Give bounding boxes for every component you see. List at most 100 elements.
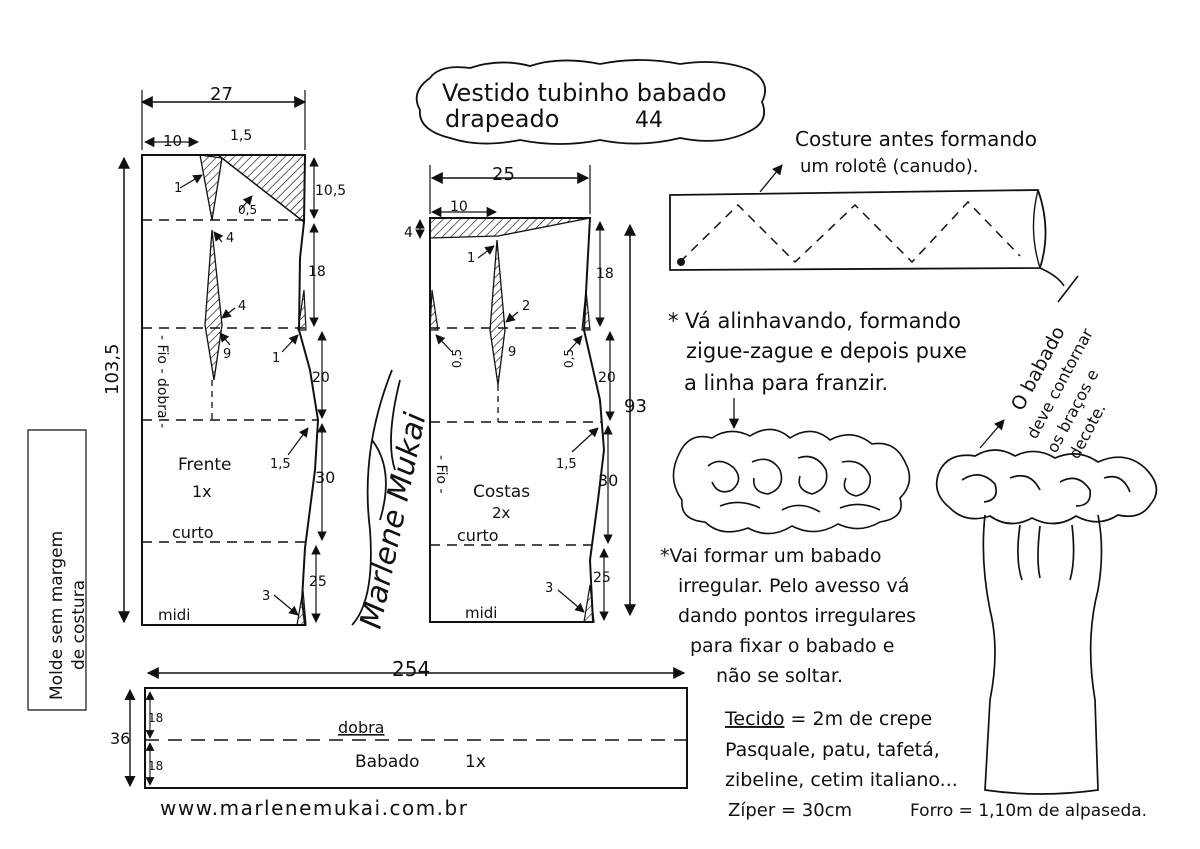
irregular-note-line-5: não se soltar. xyxy=(716,665,843,687)
irregular-note-line-4: para fixar o babado e xyxy=(690,635,894,657)
back-side-dart-label: 1,5 xyxy=(556,457,577,472)
front-dart-b-label: 0,5 xyxy=(238,203,257,217)
dress-body xyxy=(982,514,1103,795)
margin-note-line-2: de costura xyxy=(69,580,89,670)
roll-note-line-1: Costure antes formando xyxy=(795,127,1037,151)
back-labels: 25 10 4 93 18 20 30 25 1 2 9 0,5 0,5 1,5… xyxy=(404,164,647,622)
back-hem-dart-label: 3 xyxy=(545,581,553,596)
back-dart-b-label: 2 xyxy=(522,299,530,314)
front-grain-label: - Fio - dobra - xyxy=(154,335,170,428)
back-side-dart xyxy=(581,289,591,331)
back-dart-d-label: 0,5 xyxy=(450,349,464,368)
front-side-3-label: 30 xyxy=(315,468,335,487)
front-side-top-label: 10,5 xyxy=(315,183,346,199)
back-midi-label: midi xyxy=(465,604,497,622)
ruffle-fold-label: dobra xyxy=(338,718,384,737)
margin-note-line-1: Molde sem margem xyxy=(47,531,67,700)
fabric-amount: = 2m de crepe xyxy=(791,708,933,730)
back-short-label: curto xyxy=(457,526,499,545)
front-side-dart-1-label: 1 xyxy=(272,351,280,366)
ruffle-count: 1x xyxy=(465,752,486,772)
back-width-label: 25 xyxy=(492,164,515,185)
back-dart-e-label: 0,5 xyxy=(562,349,576,368)
front-dart-e-label: 9 xyxy=(223,347,231,362)
back-side-1-label: 18 xyxy=(596,266,614,282)
back-grain-label: - Fio - xyxy=(433,455,449,494)
front-dart-d-label: 4 xyxy=(238,299,246,314)
front-dart-c-label: 4 xyxy=(226,231,234,246)
front-side-4-label: 25 xyxy=(309,574,327,590)
dress-ruffle-neckline xyxy=(935,449,1158,525)
front-side-1-label: 18 xyxy=(308,264,326,280)
dress-illustration xyxy=(935,419,1158,795)
front-side-dart xyxy=(297,289,307,331)
front-hem-dart-label: 3 xyxy=(262,589,270,604)
front-midi-label: midi xyxy=(158,606,190,624)
ruffle-width-label: 254 xyxy=(392,657,430,681)
back-length-label: 93 xyxy=(624,396,647,417)
title-line-2: drapeado xyxy=(445,105,559,133)
ruffle-name: Babado xyxy=(355,752,419,772)
back-top-hatch xyxy=(429,217,591,239)
front-short-label: curto xyxy=(172,523,214,542)
back-top-side-label: 4 xyxy=(404,225,413,241)
back-side-3-label: 30 xyxy=(598,471,618,490)
irregular-note-line-1: *Vai formar um babado xyxy=(660,545,881,567)
front-waist-dart xyxy=(204,229,223,381)
ruffle-pattern-piece xyxy=(124,667,688,789)
title-block: Vestido tubinho babado drapeado 44 xyxy=(415,59,766,145)
ruffle-labels: 254 36 18 18 dobra Babado 1x xyxy=(110,657,486,773)
margin-note: Molde sem margem de costura xyxy=(27,429,89,711)
fabric-note-line-2: Pasquale, patu, tafetá, xyxy=(725,739,940,761)
back-top-measure-label: 10 xyxy=(450,199,468,215)
back-dart-a-label: 1 xyxy=(467,251,475,266)
title-line-1: Vestido tubinho babado xyxy=(442,79,727,107)
ruffle-outline xyxy=(144,687,688,789)
signature-flourish xyxy=(351,369,401,626)
roll-illustration xyxy=(669,164,1079,303)
fabric-note-line-1: Tecido = 2m de crepe xyxy=(724,708,932,730)
roll-zigzag-stitch xyxy=(679,200,1021,264)
front-width-label: 27 xyxy=(210,84,233,105)
back-name: Costas xyxy=(473,482,530,502)
back-side-4-label: 25 xyxy=(593,570,611,586)
back-dart-c-label: 9 xyxy=(508,345,516,360)
zipper-note: Zíper = 30cm xyxy=(728,800,852,821)
zigzag-note-line-2: zigue-zague e depois puxe xyxy=(686,339,967,363)
back-hem-dart xyxy=(583,584,595,623)
front-side-dart-2-label: 1,5 xyxy=(270,457,291,472)
front-drape-hatch xyxy=(215,154,306,224)
back-center-dart xyxy=(429,289,439,331)
front-top-measure-label: 10 xyxy=(163,132,182,150)
roll-note-line-2: um rolotê (canudo). xyxy=(800,156,979,177)
front-top-dart xyxy=(199,154,223,221)
title-size: 44 xyxy=(635,108,663,133)
front-side-2-label: 20 xyxy=(312,370,330,386)
back-pattern-piece xyxy=(415,165,636,623)
front-hem-dart xyxy=(296,589,307,626)
lining-note: Forro = 1,10m de alpaseda. xyxy=(910,801,1147,821)
fabric-note-line-3: zibeline, cetim italiano... xyxy=(725,769,958,791)
front-name: Frente xyxy=(178,455,232,475)
title-cloud xyxy=(415,59,766,145)
website-text: www.marlenemukai.com.br xyxy=(160,796,468,820)
roll-note-arrow xyxy=(759,164,783,193)
ruffle-half-1-label: 18 xyxy=(148,711,163,725)
ruffle-note-arrow xyxy=(979,419,1005,449)
front-labels: 27 10 1,5 103,5 10,5 18 20 30 25 1 0,5 4… xyxy=(102,84,346,624)
fabric-label: Tecido xyxy=(724,708,784,730)
front-dart-top-label: 1,5 xyxy=(230,128,252,144)
irregular-note-line-3: dando pontos irregulares xyxy=(678,605,916,627)
front-count: 1x xyxy=(192,482,212,501)
irregular-note-line-2: irregular. Pelo avesso vá xyxy=(678,575,909,597)
zigzag-note-line-1: * Vá alinhavando, formando xyxy=(668,309,961,333)
back-count: 2x xyxy=(492,504,511,522)
back-side-2-label: 20 xyxy=(598,370,616,386)
front-dart-a-label: 1 xyxy=(174,181,182,196)
front-pattern-piece xyxy=(118,90,327,626)
zigzag-note-line-3: a linha para franzir. xyxy=(684,371,888,395)
roll-needle-thread xyxy=(1039,267,1079,303)
gathered-ruffle-illustration xyxy=(672,428,911,535)
front-length-label: 103,5 xyxy=(102,343,123,395)
